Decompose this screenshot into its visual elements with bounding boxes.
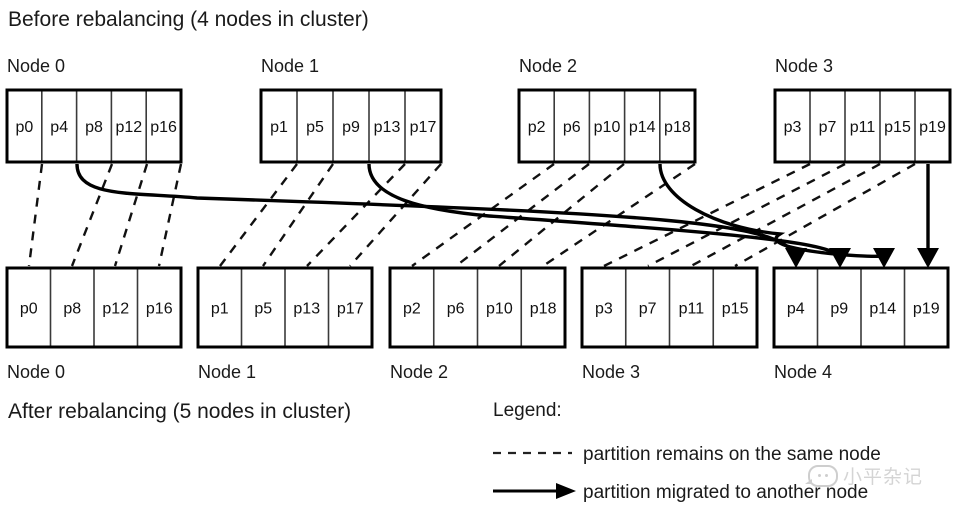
node-label: Node 2: [519, 56, 577, 76]
connector-stay-p8: [70, 163, 114, 267]
node-group-node-3[interactable]: Node 3 p3 p7 p11 p15 p19: [773, 56, 952, 164]
arrowhead-p9: [829, 248, 851, 268]
partition-cell[interactable]: p8: [63, 301, 81, 318]
connector-stay-p1: [219, 163, 298, 267]
node-group-node-1[interactable]: Node 1 p1 p5 p9 p13 p17: [259, 56, 443, 164]
connector-stay-p5: [262, 163, 334, 267]
partition-cell[interactable]: p3: [595, 301, 613, 318]
node-group-node-3[interactable]: Node 3 p3 p7 p11 p15: [580, 266, 759, 382]
node-group-node-1[interactable]: Node 1 p1 p5 p13 p17: [196, 266, 374, 382]
partition-cell[interactable]: p6: [447, 301, 465, 318]
connector-stay-p3: [603, 162, 811, 268]
node-label: Node 3: [582, 362, 640, 382]
node-box[interactable]: [5, 88, 183, 164]
partition-cell[interactable]: p10: [486, 301, 513, 318]
connectors: [27, 162, 939, 268]
connector-stay-p15: [734, 162, 916, 268]
partition-cell[interactable]: p10: [594, 119, 621, 136]
arrowhead-p4: [785, 248, 807, 268]
partition-cell[interactable]: p7: [819, 119, 837, 136]
caption-after: After rebalancing (5 nodes in cluster): [8, 400, 351, 423]
partition-cell[interactable]: p6: [563, 119, 581, 136]
partition-cell[interactable]: p12: [115, 119, 142, 136]
partition-cell[interactable]: p16: [146, 301, 173, 318]
partition-cell[interactable]: p13: [374, 119, 401, 136]
node-group-node-2[interactable]: Node 2 p2 p6 p10 p18: [388, 266, 567, 382]
partition-cell[interactable]: p18: [664, 119, 691, 136]
legend: Legend: partition remains on the same no…: [493, 400, 881, 503]
partition-cell[interactable]: p0: [16, 119, 34, 136]
node-group-node-0[interactable]: Node 0 p0 p4 p8 p12 p16: [5, 56, 183, 164]
partition-cell[interactable]: p11: [850, 119, 876, 136]
connector-stay-p16: [157, 163, 183, 267]
node-label: Node 3: [775, 56, 833, 76]
node-group-node-2[interactable]: Node 2 p2 p6 p10 p14 p18: [517, 56, 697, 164]
partition-cell[interactable]: p15: [722, 301, 749, 318]
partition-cell[interactable]: p18: [530, 301, 557, 318]
node-label: Node 2: [390, 362, 448, 382]
connector-stay-p0: [27, 163, 44, 267]
partition-cell[interactable]: p17: [337, 301, 364, 318]
connector-migrate-p4: [75, 163, 798, 257]
arrowhead-p14: [873, 248, 895, 268]
node-label: Node 0: [7, 362, 65, 382]
partition-cell[interactable]: p13: [293, 301, 320, 318]
partition-cell[interactable]: p0: [20, 301, 38, 318]
caption-before: Before rebalancing (4 nodes in cluster): [8, 8, 369, 31]
partition-cell[interactable]: p8: [85, 119, 103, 136]
connector-stay-p12: [113, 163, 149, 267]
partition-cell[interactable]: p16: [150, 119, 177, 136]
partition-cell[interactable]: p15: [884, 119, 911, 136]
partition-cell[interactable]: p1: [270, 119, 288, 136]
partition-cell[interactable]: p5: [254, 301, 272, 318]
partition-cell[interactable]: p9: [830, 301, 848, 318]
partition-cell[interactable]: p14: [869, 301, 896, 318]
node-label: Node 1: [198, 362, 256, 382]
node-group-node-0[interactable]: Node 0 p0 p8 p12 p16: [5, 266, 183, 382]
node-label: Node 4: [774, 362, 832, 382]
legend-label-migrate: partition migrated to another node: [583, 482, 868, 503]
connector-migrate-p9: [367, 163, 842, 258]
connector-stay-p6: [455, 163, 590, 267]
partition-cell[interactable]: p11: [679, 301, 705, 318]
partition-cell[interactable]: p17: [410, 119, 437, 136]
connector-stay-p13: [306, 163, 406, 267]
legend-title: Legend:: [493, 400, 562, 421]
partition-cell[interactable]: p2: [528, 119, 546, 136]
node-label: Node 1: [261, 56, 319, 76]
partition-cell[interactable]: p4: [787, 301, 805, 318]
connector-migrate-p14: [658, 163, 885, 258]
partition-cell[interactable]: p19: [913, 301, 940, 318]
partition-cell[interactable]: p12: [102, 301, 129, 318]
connector-stay-p11: [690, 162, 881, 268]
partition-cell[interactable]: p9: [342, 119, 360, 136]
partition-cell[interactable]: p1: [211, 301, 229, 318]
partition-cell[interactable]: p7: [639, 301, 657, 318]
arrowhead-p19: [917, 248, 939, 268]
legend-label-stay: partition remains on the same node: [583, 444, 881, 465]
partition-cell[interactable]: p4: [50, 119, 68, 136]
legend-arrow-sample-head: [556, 483, 576, 499]
node-box[interactable]: [259, 88, 443, 164]
node-label: Node 0: [7, 56, 65, 76]
node-group-node-4[interactable]: Node 4 p4 p9 p14 p19: [772, 266, 950, 382]
partition-cell[interactable]: p19: [919, 119, 946, 136]
partition-cell[interactable]: p14: [629, 119, 656, 136]
partition-cell[interactable]: p5: [306, 119, 324, 136]
partition-cell[interactable]: p2: [403, 301, 421, 318]
connector-stay-p17: [349, 163, 442, 267]
node-box[interactable]: [773, 88, 952, 164]
node-box[interactable]: [517, 88, 697, 164]
connector-stay-p7: [647, 162, 846, 268]
partition-cell[interactable]: p3: [784, 119, 802, 136]
